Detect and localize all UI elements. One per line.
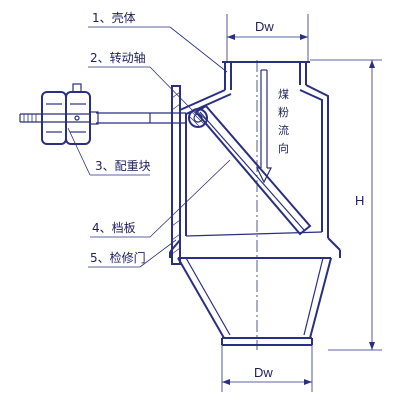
baffle-plate: [194, 104, 312, 236]
flow-text-4: 向: [278, 141, 289, 155]
top-width-label: Dw: [255, 19, 274, 34]
label-shell: 1、壳体: [92, 11, 136, 25]
valve-shell: [169, 60, 341, 350]
label-baffle: 4、档板: [92, 221, 136, 235]
flow-text-3: 流: [278, 123, 289, 137]
bottom-width-label: Dw: [254, 365, 273, 380]
rotating-shaft: [96, 108, 208, 128]
label-shaft: 2、转动轴: [90, 50, 146, 65]
height-dimension: H: [310, 59, 382, 351]
flow-direction-arrow: 煤 粉 流 向: [256, 69, 289, 184]
counterweight: [19, 83, 99, 145]
flow-text-1: 煤: [278, 88, 289, 101]
side-flange: [171, 85, 181, 265]
height-label: H: [355, 193, 364, 208]
leader-lines: [67, 26, 231, 268]
top-width-dimension: Dw: [226, 14, 309, 62]
label-counterweight: 3、配重块: [95, 159, 151, 173]
label-inspection-door: 5、检修门: [90, 250, 146, 265]
bottom-width-dimension: Dw: [221, 340, 313, 392]
flow-text-2: 粉: [278, 106, 289, 119]
